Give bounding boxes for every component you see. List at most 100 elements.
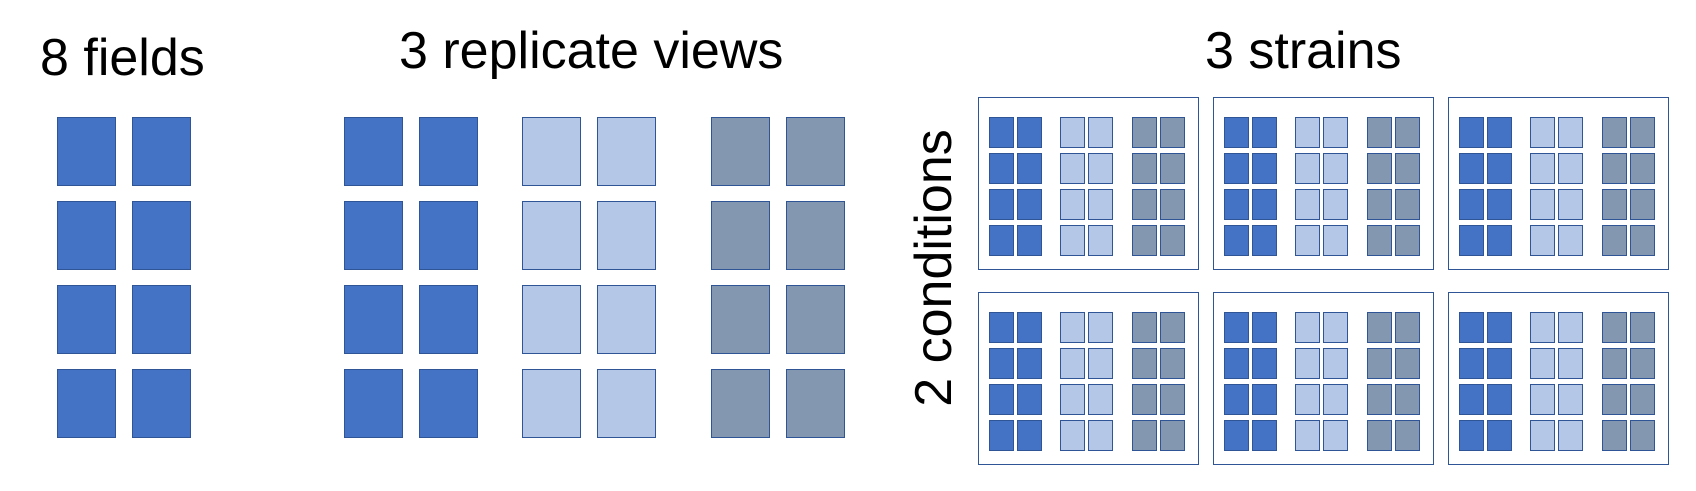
replicate-square bbox=[597, 117, 656, 186]
mini-field-square bbox=[1323, 225, 1348, 256]
mini-field-square bbox=[1487, 348, 1512, 379]
mini-field-square bbox=[1367, 189, 1392, 220]
mini-field-square bbox=[1295, 312, 1320, 343]
strain-condition-panel bbox=[1213, 97, 1434, 270]
mini-field-square bbox=[1295, 420, 1320, 451]
mini-field-square bbox=[1017, 312, 1042, 343]
mini-field-square bbox=[1088, 312, 1113, 343]
mini-field-square bbox=[1558, 189, 1583, 220]
mini-field-square bbox=[1295, 153, 1320, 184]
mini-field-square bbox=[1132, 189, 1157, 220]
mini-field-square bbox=[1630, 312, 1655, 343]
mini-field-square bbox=[1224, 348, 1249, 379]
field-square bbox=[132, 201, 191, 270]
mini-field-square bbox=[1224, 420, 1249, 451]
mini-field-square bbox=[1323, 420, 1348, 451]
strain-condition-panel bbox=[1448, 292, 1669, 465]
replicate-square bbox=[786, 285, 845, 354]
replicate-square bbox=[597, 285, 656, 354]
field-square bbox=[57, 201, 116, 270]
mini-field-square bbox=[1395, 384, 1420, 415]
mini-field-square bbox=[1630, 189, 1655, 220]
replicate-square bbox=[522, 117, 581, 186]
fields-label: 8 fields bbox=[40, 29, 205, 87]
field-square bbox=[132, 117, 191, 186]
replicate-square bbox=[344, 117, 403, 186]
mini-field-square bbox=[1088, 117, 1113, 148]
replicate-square bbox=[786, 369, 845, 438]
field-square bbox=[57, 117, 116, 186]
mini-field-square bbox=[1160, 348, 1185, 379]
mini-field-square bbox=[1060, 117, 1085, 148]
replicate-square bbox=[711, 369, 770, 438]
replicate-square bbox=[597, 201, 656, 270]
mini-field-square bbox=[989, 348, 1014, 379]
mini-field-square bbox=[1224, 384, 1249, 415]
strain-condition-panel bbox=[1448, 97, 1669, 270]
mini-field-square bbox=[1558, 348, 1583, 379]
mini-field-square bbox=[1558, 384, 1583, 415]
conditions-label: 2 conditions bbox=[905, 129, 963, 407]
mini-field-square bbox=[1160, 153, 1185, 184]
mini-field-square bbox=[1252, 420, 1277, 451]
mini-field-square bbox=[989, 420, 1014, 451]
mini-field-square bbox=[1558, 312, 1583, 343]
replicate-square bbox=[786, 117, 845, 186]
mini-field-square bbox=[1487, 189, 1512, 220]
field-square bbox=[57, 285, 116, 354]
mini-field-square bbox=[1088, 384, 1113, 415]
mini-field-square bbox=[1252, 225, 1277, 256]
mini-field-square bbox=[1395, 420, 1420, 451]
mini-field-square bbox=[1252, 189, 1277, 220]
mini-field-square bbox=[1060, 225, 1085, 256]
mini-field-square bbox=[1132, 153, 1157, 184]
mini-field-square bbox=[1224, 189, 1249, 220]
mini-field-square bbox=[1459, 312, 1484, 343]
mini-field-square bbox=[1630, 348, 1655, 379]
mini-field-square bbox=[1530, 384, 1555, 415]
mini-field-square bbox=[1530, 312, 1555, 343]
mini-field-square bbox=[1295, 384, 1320, 415]
mini-field-square bbox=[1295, 189, 1320, 220]
mini-field-square bbox=[1367, 312, 1392, 343]
mini-field-square bbox=[1323, 312, 1348, 343]
replicate-square bbox=[786, 201, 845, 270]
mini-field-square bbox=[1459, 420, 1484, 451]
mini-field-square bbox=[1630, 117, 1655, 148]
mini-field-square bbox=[1395, 117, 1420, 148]
replicate-square bbox=[711, 201, 770, 270]
mini-field-square bbox=[1323, 117, 1348, 148]
mini-field-square bbox=[1459, 348, 1484, 379]
mini-field-square bbox=[1602, 153, 1627, 184]
mini-field-square bbox=[1160, 189, 1185, 220]
mini-field-square bbox=[1252, 153, 1277, 184]
mini-field-square bbox=[1602, 384, 1627, 415]
mini-field-square bbox=[1487, 117, 1512, 148]
mini-field-square bbox=[1060, 384, 1085, 415]
mini-field-square bbox=[1602, 225, 1627, 256]
mini-field-square bbox=[1132, 420, 1157, 451]
mini-field-square bbox=[1558, 117, 1583, 148]
mini-field-square bbox=[1060, 420, 1085, 451]
strain-condition-panel bbox=[1213, 292, 1434, 465]
mini-field-square bbox=[1487, 420, 1512, 451]
mini-field-square bbox=[1252, 348, 1277, 379]
mini-field-square bbox=[989, 384, 1014, 415]
mini-field-square bbox=[1395, 225, 1420, 256]
mini-field-square bbox=[1017, 153, 1042, 184]
mini-field-square bbox=[1558, 420, 1583, 451]
replicate-square bbox=[522, 201, 581, 270]
mini-field-square bbox=[1487, 312, 1512, 343]
mini-field-square bbox=[1530, 117, 1555, 148]
mini-field-square bbox=[1132, 384, 1157, 415]
mini-field-square bbox=[1602, 312, 1627, 343]
mini-field-square bbox=[1017, 420, 1042, 451]
mini-field-square bbox=[1295, 117, 1320, 148]
replicate-square bbox=[344, 201, 403, 270]
mini-field-square bbox=[1602, 189, 1627, 220]
mini-field-square bbox=[1367, 420, 1392, 451]
mini-field-square bbox=[989, 312, 1014, 343]
mini-field-square bbox=[1252, 312, 1277, 343]
mini-field-square bbox=[1530, 348, 1555, 379]
mini-field-square bbox=[1367, 153, 1392, 184]
